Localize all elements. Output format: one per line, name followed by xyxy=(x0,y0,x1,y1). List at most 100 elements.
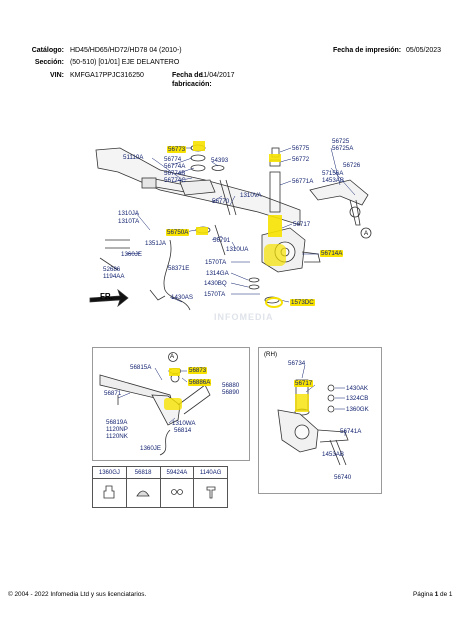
highlight-56714a-part xyxy=(264,244,286,266)
highlight-1573dc-part xyxy=(265,297,283,308)
inset-part-56741a[interactable]: 56741A xyxy=(340,428,362,435)
inset-part-1120np[interactable]: 1120NP xyxy=(106,426,128,433)
catalogo-label: Catálogo: xyxy=(31,47,64,54)
highlight-56717-part xyxy=(268,215,282,237)
part-1194aa[interactable]: 1194AA xyxy=(103,273,125,280)
highlight-56773-part xyxy=(193,141,205,151)
grease-fitting-icon xyxy=(92,478,127,508)
inset-part-56886a[interactable]: 56886A xyxy=(188,379,212,386)
fecha-fab-label: Fecha de fabricación: xyxy=(172,72,212,88)
part-1430bq[interactable]: 1430BQ xyxy=(204,280,227,287)
fecha-imp-label: Fecha de impresión: xyxy=(333,47,402,54)
part-54393[interactable]: 54393 xyxy=(211,157,229,164)
part-1570ta-2[interactable]: 1570TA xyxy=(204,291,226,298)
bolt-icon xyxy=(193,478,228,508)
part-52686[interactable]: 52686 xyxy=(103,266,121,273)
inset-part-56717[interactable]: 56717 xyxy=(294,380,314,387)
part-1351ja[interactable]: 1351JA xyxy=(145,240,166,247)
inset-part-56890[interactable]: 56890 xyxy=(222,389,240,396)
inset-part-56814[interactable]: 56814 xyxy=(174,427,192,434)
fecha-imp-value: 05/05/2023 xyxy=(406,47,442,54)
fecha-fab-value: 11/04/2017 xyxy=(200,72,235,79)
part-56791[interactable]: 56791 xyxy=(213,237,231,244)
table-header-59424a[interactable]: 59424A xyxy=(159,466,195,479)
inset-part-1453ab[interactable]: 1453AB xyxy=(322,451,345,458)
inset-part-56819a[interactable]: 56819A xyxy=(106,419,128,426)
highlight-56772-part xyxy=(269,154,281,162)
inset-part-56871[interactable]: 56871 xyxy=(104,390,122,397)
inset-part-56734[interactable]: 56734 xyxy=(288,360,306,367)
inset-part-56880[interactable]: 56880 xyxy=(222,382,240,389)
part-56774c[interactable]: 56774C xyxy=(164,177,186,184)
inset-part-1430ak[interactable]: 1430AK xyxy=(346,385,369,392)
part-56714a[interactable]: 56714A xyxy=(320,250,344,257)
inset-part-1324cb[interactable]: 1324CB xyxy=(346,395,369,402)
page-of: de xyxy=(440,591,448,598)
part-56725a[interactable]: 56725A xyxy=(332,145,354,152)
inset-part-56815a[interactable]: 56815A xyxy=(130,364,152,371)
part-56770[interactable]: 56770 xyxy=(212,198,230,205)
part-1310va[interactable]: 1310VA xyxy=(240,192,262,199)
part-56772[interactable]: 56772 xyxy=(292,156,310,163)
page-total: 1 xyxy=(448,591,453,598)
catalogo-value: HD45/HD65/HD72/HD78 04 (2010-) xyxy=(69,47,182,54)
part-1430as[interactable]: 1430AS xyxy=(171,294,194,301)
inset-highlight-56873 xyxy=(169,368,180,376)
watermark: INFOMEDIA xyxy=(214,312,274,322)
seccion-row: Sección: (50-510) [01/01] EJE DELANTERO xyxy=(10,58,179,67)
loose-parts-table: 1360GJ 56818 59424A 1140AG xyxy=(92,466,228,508)
part-1314ga[interactable]: 1314GA xyxy=(206,270,229,277)
inset-part-1310wa[interactable]: 1310WA xyxy=(172,420,196,427)
inset-part-1360gk[interactable]: 1360GK xyxy=(346,406,369,413)
inset-part-1360je[interactable]: 1360JE xyxy=(140,445,161,452)
part-1570ta-1[interactable]: 1570TA xyxy=(205,259,227,266)
part-56774a[interactable]: 56774A xyxy=(164,163,186,170)
inset-part-56740[interactable]: 56740 xyxy=(334,474,352,481)
part-56750a[interactable]: 56750A xyxy=(166,229,190,236)
fecha-imp-row: Fecha de impresión: 05/05/2023 xyxy=(333,46,441,55)
seccion-value: (50-510) [01/01] EJE DELANTERO xyxy=(69,59,180,66)
circle-a-marker: A xyxy=(364,230,369,237)
inset-right-highlight-56717 xyxy=(295,394,309,412)
part-56717[interactable]: 56717 xyxy=(293,221,311,228)
table-header-1140ag[interactable]: 1140AG xyxy=(193,466,228,479)
inset-part-1120nk[interactable]: 1120NK xyxy=(106,433,128,440)
part-56726[interactable]: 56726 xyxy=(343,162,361,169)
vin-value: KMFGA17PPJC316250 xyxy=(69,72,144,79)
vin-label: VIN: xyxy=(50,72,64,79)
part-1310ta[interactable]: 1310TA xyxy=(118,218,140,225)
part-51110a[interactable]: 51110A xyxy=(123,154,144,161)
part-56771a[interactable]: 56771A xyxy=(292,178,314,185)
part-56774[interactable]: 56774 xyxy=(164,156,182,163)
inset-right-panel xyxy=(258,347,382,494)
part-58371e[interactable]: 58371E xyxy=(168,265,190,272)
part-56775[interactable]: 56775 xyxy=(292,145,310,152)
page-label: Página xyxy=(413,591,433,598)
clip-icon xyxy=(159,478,195,508)
cap-icon xyxy=(125,478,161,508)
copyright-text: © 2004 - 2022 Infomedia Ltd y sus licenc… xyxy=(8,591,147,598)
inset-left-circle-a: A xyxy=(170,353,175,360)
inset-part-56873[interactable]: 56873 xyxy=(188,367,208,374)
seccion-label: Sección: xyxy=(34,59,64,66)
part-1310ua[interactable]: 1310UA xyxy=(226,246,249,253)
part-1360je[interactable]: 1360JE xyxy=(121,251,142,258)
inset-highlight-56886a xyxy=(164,398,182,410)
page-number: 1 xyxy=(434,591,439,598)
part-56725[interactable]: 56725 xyxy=(332,138,350,145)
part-57156a[interactable]: 57156A xyxy=(322,170,344,177)
part-56773[interactable]: 56773 xyxy=(167,146,187,153)
footer: © 2004 - 2022 Infomedia Ltd y sus licenc… xyxy=(0,588,474,600)
part-1573dc[interactable]: 1573DC xyxy=(290,299,315,306)
catalogo-row: Catálogo: HD45/HD65/HD72/HD78 04 (2010-) xyxy=(10,46,182,55)
part-1310ja[interactable]: 1310JA xyxy=(118,210,139,217)
header: Catálogo: HD45/HD65/HD72/HD78 04 (2010-)… xyxy=(0,0,474,100)
highlight-56750a-part xyxy=(196,227,208,235)
front-direction-label: FR. xyxy=(100,292,113,301)
part-56774b[interactable]: 56774B xyxy=(164,170,186,177)
page-indicator: Página 1 de 1 xyxy=(413,591,452,598)
part-1453ab[interactable]: 1453AB xyxy=(322,177,345,184)
table-header-56818[interactable]: 56818 xyxy=(125,466,161,479)
table-header-1360gj[interactable]: 1360GJ xyxy=(92,466,127,479)
